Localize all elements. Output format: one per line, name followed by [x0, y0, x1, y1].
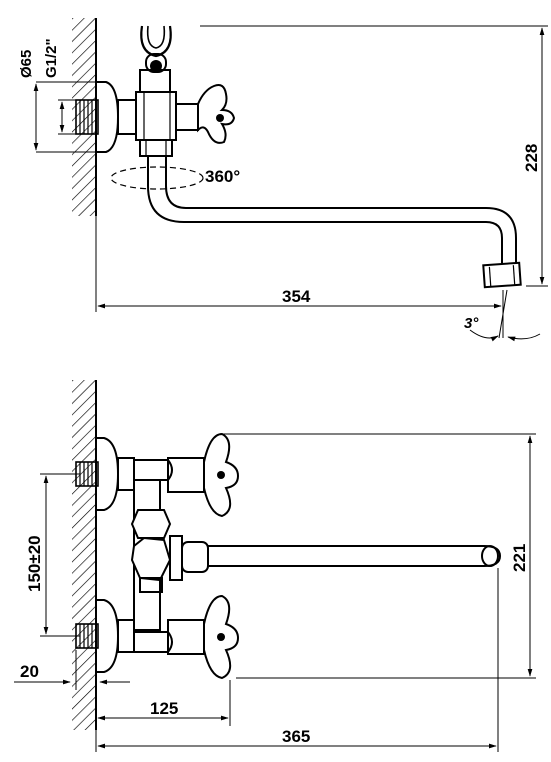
dim-thread-size: G1/2": [43, 38, 60, 78]
top-spout: [147, 156, 522, 289]
dim-wall-offset: 20: [20, 662, 39, 681]
top-shower-holder: [140, 25, 172, 73]
dim-tilt-angle: 3°: [464, 315, 479, 332]
top-swivel-nut: [139, 139, 173, 157]
top-swivel-ellipse: [110, 166, 204, 190]
bottom-upper-handle: [203, 432, 240, 518]
bottom-view: 150±20 20 221 125 365: [14, 380, 536, 752]
dim-handle-offset: 125: [150, 699, 178, 718]
dim-height: 228: [522, 144, 541, 172]
top-cross-handle: [197, 84, 236, 144]
dim-reach: 354: [282, 287, 311, 306]
top-dim-lines: [33, 25, 548, 342]
bottom-lower-handle: [203, 594, 240, 680]
top-mixer-body: [135, 69, 199, 141]
dim-depth: 221: [510, 544, 529, 572]
bottom-spout: [181, 541, 502, 573]
bottom-shower-holder: [130, 509, 183, 593]
top-flange: [95, 81, 137, 153]
top-inlet-thread: [75, 99, 99, 135]
dim-swivel-angle: 360°: [205, 167, 240, 186]
bottom-dim-lines: [14, 433, 536, 752]
dim-flange-diameter: Ø65: [18, 50, 35, 78]
dim-overall-length: 365: [282, 727, 310, 746]
dim-center-distance: 150±20: [25, 535, 44, 592]
top-view: Ø65 G1/2" 360° 228 354 3°: [18, 18, 548, 342]
